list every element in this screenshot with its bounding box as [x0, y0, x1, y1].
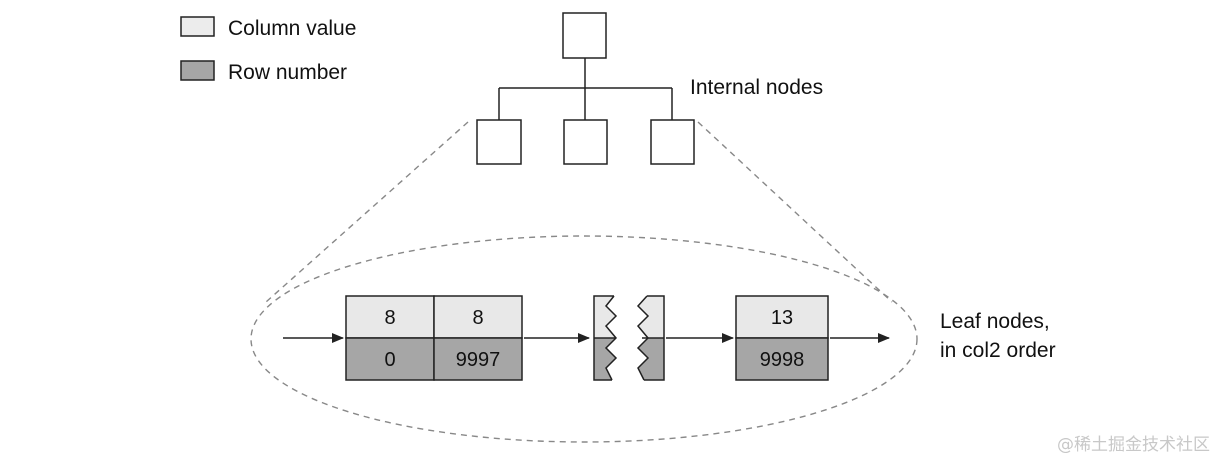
leaf1-cell2-col-value: 8: [472, 307, 483, 329]
internal-node-right: [650, 119, 695, 165]
leaf-nodes-label-line1: Leaf nodes,: [940, 310, 1050, 333]
leaf2-cell1-row-number: 9998: [760, 349, 805, 371]
leaf1-cell1-col-value: 8: [384, 307, 395, 329]
leaf-nodes-label: Leaf nodes, in col2 order: [940, 310, 1056, 362]
legend-row-swatch: [180, 60, 215, 81]
leaf-nodes: 8 8 0 9997 13 9998: [283, 295, 890, 381]
legend-row-label: Row number: [228, 61, 347, 84]
leaf-page-1: 8 8 0 9997: [345, 295, 523, 381]
leaf1-cell2-row-number: 9997: [456, 349, 501, 371]
leaf-nodes-label-line2: in col2 order: [940, 339, 1056, 362]
zoom-line-left: [265, 121, 469, 303]
leaf-level-ellipse: [250, 235, 918, 443]
omitted-pages: [593, 295, 665, 381]
leaf2-cell1-col-value: 13: [771, 307, 793, 329]
legend-column-label: Column value: [228, 17, 356, 40]
legend-column-swatch: [180, 16, 215, 37]
zoom-line-right: [697, 121, 893, 303]
internal-nodes-label: Internal nodes: [690, 76, 823, 99]
internal-nodes: Internal nodes: [476, 12, 823, 165]
leaf-page-2: 13 9998: [735, 295, 829, 381]
watermark: @稀土掘金技术社区: [1057, 435, 1210, 455]
internal-node-left: [476, 119, 522, 165]
legend: Column value Row number: [180, 16, 356, 84]
internal-node-middle: [563, 119, 608, 165]
leaf1-cell1-row-number: 0: [384, 349, 395, 371]
root-node: [562, 12, 607, 59]
